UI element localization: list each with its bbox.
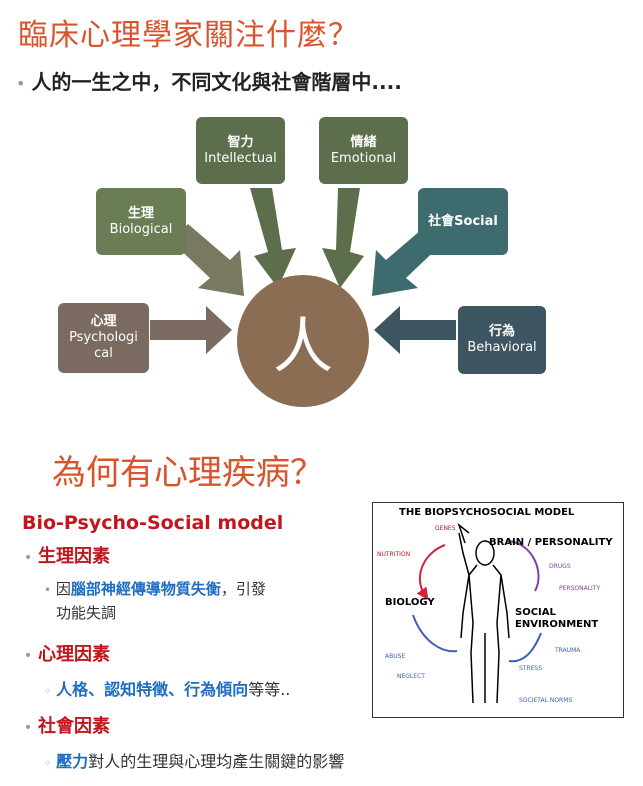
- bullet-dot: •: [16, 74, 26, 93]
- box-social-text: 社會Social: [428, 213, 498, 229]
- label-brain: BRAIN / PERSONALITY: [489, 537, 613, 548]
- slide1-subtitle: • 人的一生之中，不同文化與社會階層中....: [16, 66, 402, 95]
- bullet-circle: ◦: [44, 684, 52, 698]
- bio-detail-row: • 因腦部神經傳導物質失衡，引發: [44, 578, 266, 599]
- box-behavioral: 行為 Behavioral: [458, 306, 546, 374]
- box-emotional: 情緒 Emotional: [319, 117, 408, 184]
- human-figure-illustration: [412, 522, 542, 704]
- social-detail-row: ◦ 壓力對人的生理與心理均產生關鍵的影響: [44, 748, 344, 772]
- psycho-heading-row: • 心理因素: [24, 640, 110, 666]
- bio-detail-line2: 功能失調: [56, 604, 117, 622]
- psycho-detail-highlight: 人格、認知特徵、行為傾向: [56, 680, 249, 699]
- label-biology: BIOLOGY: [385, 597, 435, 608]
- box-intellectual-en: Intellectual: [204, 150, 277, 166]
- label-abuse: ABUSE: [385, 653, 406, 660]
- bullet-dot: •: [44, 583, 52, 597]
- social-detail-post: 對人的生理與心理均產生關鍵的影響: [88, 752, 345, 771]
- social-heading: 社會因素: [38, 716, 110, 737]
- bullet-dot: •: [24, 720, 33, 736]
- box-behavioral-en: Behavioral: [467, 340, 537, 355]
- box-psychological-zh: 心理: [90, 314, 117, 329]
- bio-heading-row: • 生理因素: [24, 542, 110, 568]
- label-nutrition: NUTRITION: [377, 551, 411, 558]
- center-person-circle: 人: [237, 275, 369, 407]
- slide2-title: 為何有心理疾病？: [52, 453, 324, 493]
- label-stress: STRESS: [519, 665, 543, 672]
- box-intellectual: 智力 Intellectual: [196, 117, 285, 184]
- box-psychological: 心理 Psychologi cal: [58, 303, 149, 373]
- biopsychosocial-diagram: THE BIOPSYCHOSOCIAL MODEL GENES BRAIN / …: [372, 502, 624, 718]
- box-psychological-en: Psychologi cal: [69, 330, 138, 361]
- arrow-psychological: [150, 306, 232, 354]
- bio-heading: 生理因素: [38, 546, 110, 567]
- box-intellectual-zh: 智力: [227, 134, 254, 150]
- psycho-heading: 心理因素: [38, 644, 110, 665]
- box-biological-en: Biological: [109, 221, 173, 237]
- social-detail-highlight: 壓力: [56, 752, 89, 771]
- slide1-subtitle-text: 人的一生之中，不同文化與社會階層中....: [31, 70, 402, 94]
- arrow-biological: [170, 224, 244, 296]
- psycho-detail-row: ◦ 人格、認知特徵、行為傾向等等..: [44, 676, 290, 700]
- diagram-title: THE BIOPSYCHOSOCIAL MODEL: [399, 507, 575, 518]
- label-personality: PERSONALITY: [559, 585, 601, 592]
- arrow-intellectual: [250, 188, 296, 288]
- bio-detail-pre: 因: [55, 580, 71, 598]
- bio-detail-post: ，引發: [220, 580, 266, 598]
- slide1-title: 臨床心理學家關注什麼？: [18, 18, 359, 53]
- arrow-emotional: [322, 188, 364, 288]
- box-behavioral-zh: 行為: [488, 324, 515, 339]
- arrow-behavioral: [374, 306, 456, 354]
- psycho-detail-post: 等等..: [248, 680, 291, 699]
- label-neglect: NEGLECT: [397, 673, 425, 680]
- bullet-dot: •: [24, 648, 33, 664]
- bio-detail-highlight: 腦部神經傳導物質失衡: [70, 580, 221, 598]
- box-emotional-zh: 情緒: [350, 134, 377, 150]
- label-genes: GENES: [435, 525, 456, 532]
- box-biological-zh: 生理: [127, 205, 154, 221]
- label-trauma: TRAUMA: [555, 647, 581, 654]
- label-social-env-1: SOCIAL: [515, 607, 556, 618]
- label-social-env-2: ENVIRONMENT: [515, 619, 599, 630]
- label-drugs: DRUGS: [549, 563, 571, 570]
- model-title: Bio-Psycho-Social model: [22, 512, 284, 534]
- social-heading-row: • 社會因素: [24, 712, 110, 738]
- box-social: 社會Social: [418, 188, 508, 255]
- box-biological: 生理 Biological: [96, 188, 186, 255]
- bullet-dot: •: [24, 550, 33, 566]
- label-societal: SOCIETAL NORMS: [519, 697, 573, 704]
- center-label: 人: [273, 311, 333, 382]
- bullet-circle: ◦: [44, 756, 52, 770]
- box-emotional-en: Emotional: [330, 150, 397, 166]
